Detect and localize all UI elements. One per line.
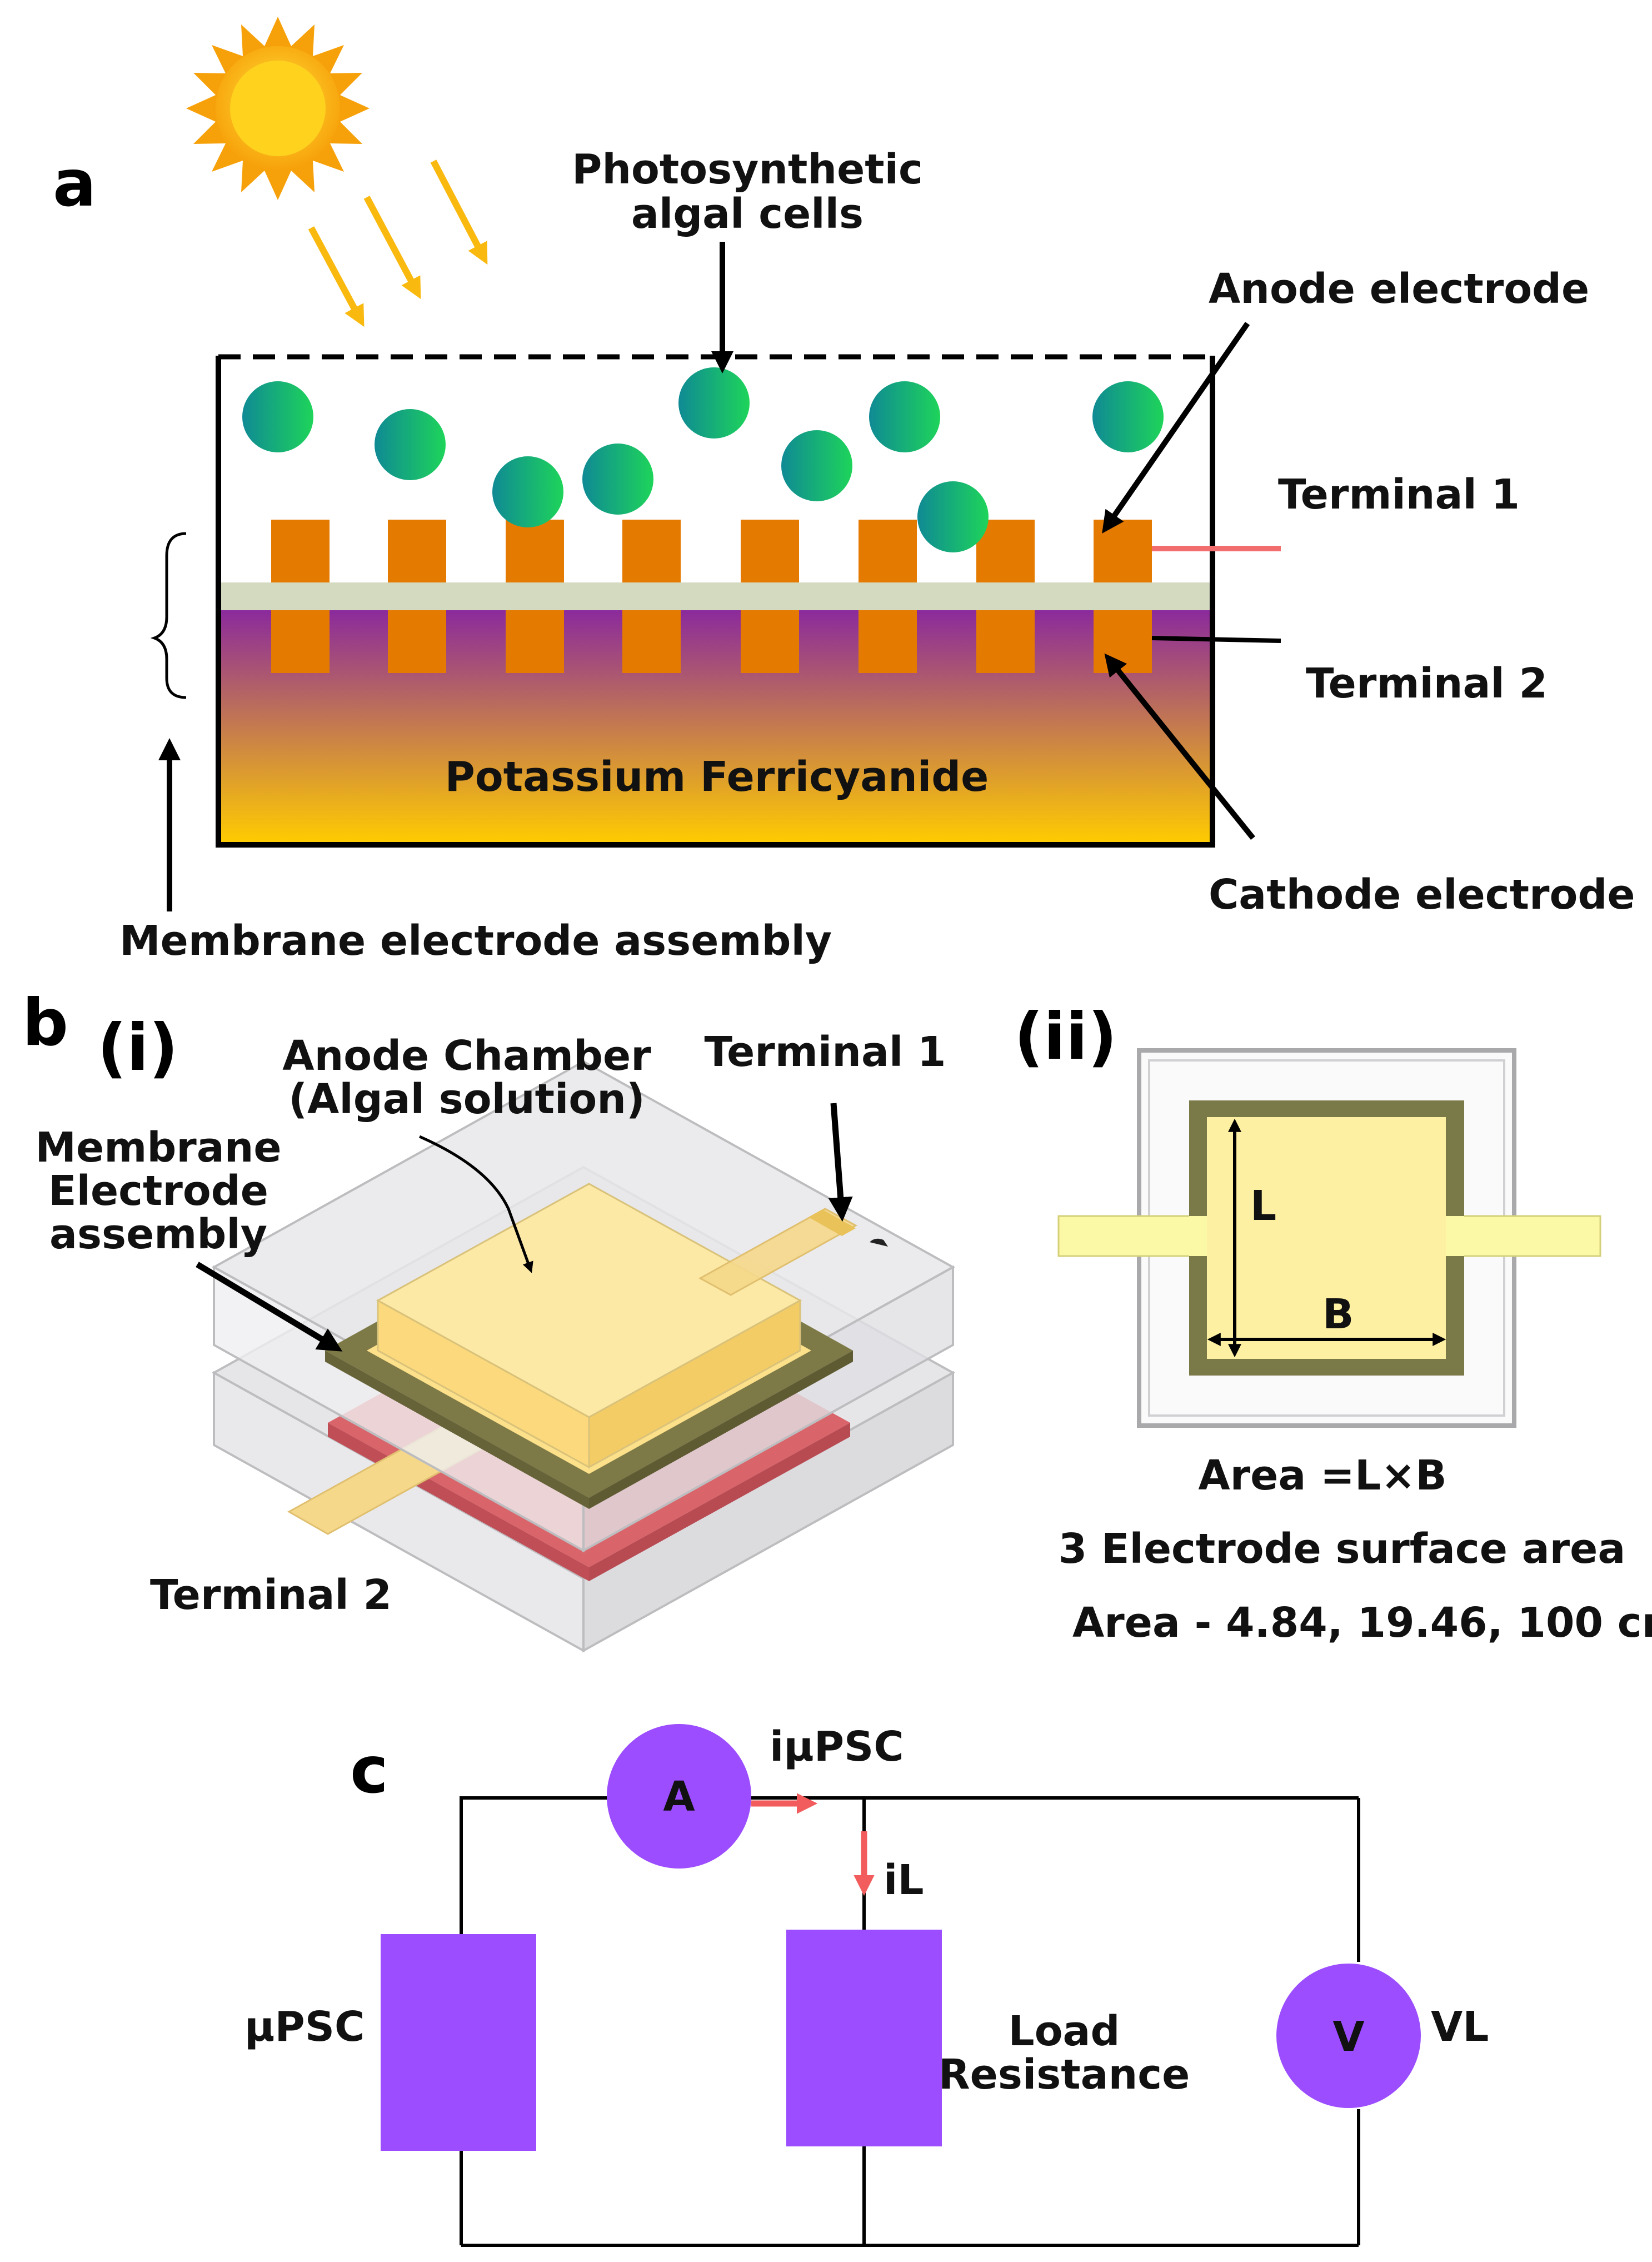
voltmeter-label: V <box>1332 2013 1364 2061</box>
cathode-electrodes <box>271 610 1152 673</box>
panel-a-arrows <box>158 242 1255 911</box>
current-arrows <box>751 1793 875 1896</box>
membrane <box>219 582 1211 610</box>
terminal2-label-a: Terminal 2 <box>1306 660 1548 708</box>
cathode-electrode-label: Cathode electrode <box>1209 871 1635 919</box>
top-view <box>1057 1048 1601 1428</box>
area-formula: Area =L×B <box>1198 1452 1446 1499</box>
breadth-label: B <box>1322 1291 1354 1338</box>
panel-label-b: b <box>22 985 68 1060</box>
surface-area-title: 3 Electrode surface area <box>1059 1525 1626 1573</box>
area-values: Area - 4.84, 19.46, 100 cm2 <box>1072 1592 1652 1647</box>
anode-chamber-label-1: Anode Chamber <box>282 1032 651 1080</box>
sun-icon <box>186 17 370 200</box>
mea-brace <box>150 532 187 699</box>
mea-label-b-3: assembly <box>49 1210 267 1258</box>
current-load-label: iL <box>884 1856 924 1904</box>
sunlight-rays <box>308 160 488 327</box>
load-label-2: Resistance <box>939 2051 1190 2099</box>
algal-cells-label-1: Photosynthetic <box>572 146 923 193</box>
panel-label-c: c <box>350 1733 388 1808</box>
mea-label-b-1: Membrane <box>35 1124 281 1172</box>
device-3d <box>211 1060 956 1653</box>
upsc-cell <box>381 1934 536 2151</box>
cell-outline <box>216 356 1215 848</box>
anode-electrodes <box>271 520 1152 582</box>
panel-b-i-arrows <box>196 1103 853 1352</box>
ammeter-label: A <box>663 1773 695 1821</box>
mea-label-b-2: Electrode <box>48 1167 268 1215</box>
mea-label-a: Membrane electrode assembly <box>119 917 832 965</box>
algal-cells <box>242 367 1164 552</box>
cathode-chamber <box>219 610 1211 844</box>
anode-electrode-label: Anode electrode <box>1209 265 1589 313</box>
panel-label-b-ii: (ii) <box>1014 999 1117 1074</box>
area-values-text: Area - 4.84, 19.46, 100 cm <box>1072 1599 1652 1647</box>
voltage-label: VL <box>1431 2003 1489 2051</box>
anode-chamber-label-2: (Algal solution) <box>288 1075 645 1123</box>
load-label-1: Load <box>1009 2007 1120 2055</box>
current-total-label: iμPSC <box>770 1723 904 1771</box>
terminal2-label-b: Terminal 2 <box>150 1571 392 1619</box>
circuit-wires <box>460 1796 1360 2247</box>
panel-label-b-i: (i) <box>97 1010 178 1085</box>
ammeter-icon <box>607 1724 751 1869</box>
panel-label-a: a <box>53 146 96 221</box>
solution-label: Potassium Ferricyanide <box>445 753 989 801</box>
algal-cells-label-2: algal cells <box>631 190 864 238</box>
terminal2-wire <box>1151 636 1281 643</box>
cell-label: μPSC <box>244 2003 365 2051</box>
length-label: L <box>1250 1182 1276 1230</box>
dimension-arrows <box>1207 1118 1446 1358</box>
terminal1-label-a: Terminal 1 <box>1278 471 1520 519</box>
terminal1-label-b: Terminal 1 <box>704 1028 946 1076</box>
load-resistance <box>786 1930 942 2146</box>
voltmeter-icon <box>1276 1964 1421 2108</box>
